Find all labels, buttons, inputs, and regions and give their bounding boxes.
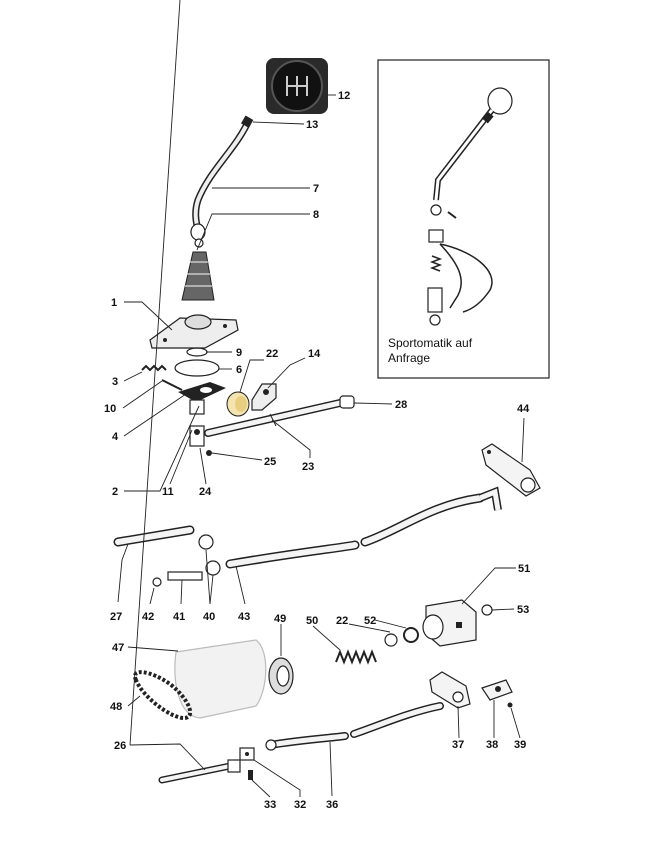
rear-lever-37: [429, 671, 471, 709]
label-53: 53: [517, 604, 529, 616]
label-32: 32: [294, 799, 306, 811]
label-52: 52: [364, 615, 376, 627]
gasket-48: [132, 670, 193, 721]
label-50: 50: [306, 615, 318, 627]
label-42: 42: [142, 611, 154, 623]
inset-text-line2: Anfrage: [388, 351, 430, 365]
label-13: 13: [306, 119, 318, 131]
shift-knob-photo: [266, 58, 328, 114]
label-4: 4: [112, 431, 119, 443]
spring-50: [335, 649, 377, 665]
label-38: 38: [486, 739, 498, 751]
ring-52: [403, 627, 419, 643]
label-23: 23: [302, 461, 314, 473]
label-40: 40: [203, 611, 215, 623]
label-28: 28: [395, 399, 407, 411]
part-number-labels: 12 13 7 8 1 9 6 22 14 3 10 4 28 44 25 23…: [104, 90, 530, 811]
clamp-38: [481, 679, 513, 701]
label-48: 48: [110, 701, 122, 713]
label-7: 7: [313, 183, 319, 195]
label-49: 49: [274, 613, 286, 625]
label-10: 10: [104, 403, 116, 415]
rear-shift-rod: [265, 702, 444, 751]
main-shift-rod: [113, 486, 502, 576]
housing-51: [422, 599, 477, 647]
label-36: 36: [326, 799, 338, 811]
shaft-26: [158, 759, 241, 784]
shift-lever: [190, 115, 254, 248]
ring-6: [174, 359, 220, 377]
bracket-14: [251, 383, 277, 411]
label-12: 12: [338, 90, 350, 102]
label-41: 41: [173, 611, 185, 623]
label-33: 33: [264, 799, 276, 811]
pin-10: [161, 379, 183, 391]
coupler-32: [239, 747, 255, 761]
label-44: 44: [517, 403, 530, 415]
label-24: 24: [199, 486, 212, 498]
bushing-22-bottom: [384, 633, 398, 647]
label-2: 2: [112, 486, 118, 498]
label-25: 25: [264, 456, 276, 468]
boot-47: [174, 639, 267, 719]
spring-3: [141, 364, 167, 372]
label-6: 6: [236, 364, 242, 376]
label-26: 26: [114, 740, 126, 752]
label-43: 43: [238, 611, 250, 623]
label-9: 9: [236, 347, 242, 359]
label-22-top: 22: [266, 348, 278, 360]
screw-25: [206, 450, 212, 456]
inset-text-line1: Sportomatik auf: [388, 336, 473, 350]
front-shift-rod: [204, 395, 355, 437]
sportomatik-inset: Sportomatik auf Anfrage: [377, 59, 550, 379]
shift-finger: [189, 399, 205, 447]
screw-33: [248, 770, 253, 780]
label-39: 39: [514, 739, 526, 751]
base-plate: [149, 314, 239, 349]
seal-53: [481, 604, 493, 616]
rubber-boot: [181, 251, 215, 301]
leader-lines: [117, 0, 525, 798]
label-11: 11: [162, 486, 174, 498]
label-27: 27: [110, 611, 122, 623]
pin-41: [167, 571, 203, 581]
label-47: 47: [112, 642, 124, 654]
guide-49: [268, 657, 294, 695]
label-1: 1: [111, 297, 117, 309]
bolt-39: [507, 702, 513, 708]
label-22-bottom: 22: [336, 615, 348, 627]
clip-42: [152, 577, 162, 587]
label-51: 51: [518, 563, 530, 575]
label-8: 8: [313, 209, 319, 221]
label-37: 37: [452, 739, 464, 751]
bushing-22-top: [226, 391, 250, 417]
ring-9: [186, 347, 208, 357]
linkage-lever-44: [481, 443, 541, 497]
label-14: 14: [308, 348, 321, 360]
label-3: 3: [112, 376, 118, 388]
